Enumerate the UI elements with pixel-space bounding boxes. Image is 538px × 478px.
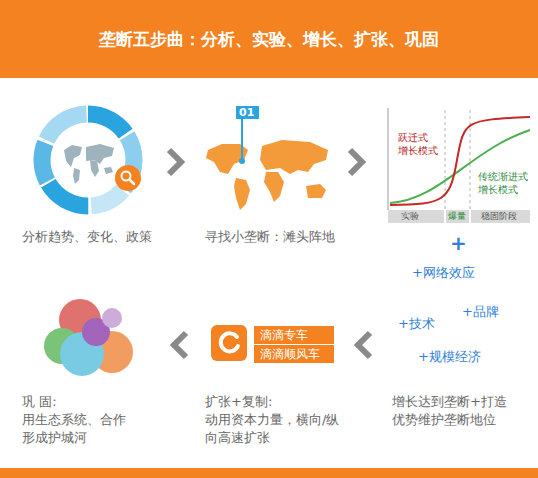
phase-gap [444,210,446,223]
donut-segment [42,114,134,206]
continent [90,160,99,177]
chevron [169,150,181,174]
magnifier-handle [130,180,135,185]
label-band: 01 [236,106,259,119]
text-label: 巩 固: [22,393,57,411]
band-text: 滴滴顺风车 [260,346,328,362]
band-text: 滴滴专车 [260,327,328,343]
continent [64,145,82,167]
label-band: 滴滴顺风车 [254,345,334,363]
text-label: 实验 [401,210,419,223]
text-label: 跃迁式 增长模式 [398,131,439,157]
band-text: 01 [239,106,256,119]
continent [73,168,80,184]
text-label: +网络效应 [412,264,475,282]
donut-segment [42,114,134,206]
magnifier-badge [115,165,141,191]
text-label: 分析趋势、变化、政策 [22,228,152,246]
world-map-small [64,144,114,184]
diagram-title: 垄断五步曲：分析、实验、增长、扩张、巩固 [0,0,538,78]
continent [104,167,113,174]
leap-curve [390,117,530,205]
text-label: 增长达到垄断+打造 优势维护垄断地位 [392,393,510,429]
continent [260,140,328,174]
text-label: 爆量 [448,210,466,223]
world-map [206,140,328,210]
footer-band [0,468,538,478]
donut-segment [42,114,134,206]
text-label: 动用资本力量，横向/纵 向高速扩张 [205,411,345,447]
chevron [358,333,370,357]
text-label: 寻找小垄断：滩头阵地 [205,228,335,246]
chevron [174,333,186,357]
ecosystem-circles [44,299,133,376]
pin-dot [239,158,245,164]
text-label: +规模经济 [418,348,481,366]
pin-stem [241,116,243,160]
donut-segment [42,114,134,206]
donut-segment [42,114,134,206]
text-label: 用生态系统、合作 形成护城河 [22,411,130,447]
phase-gap [469,210,471,223]
continent [306,184,326,198]
label-band: 滴滴专车 [254,326,334,344]
didi-logo [221,333,238,351]
header-band [0,0,538,78]
continent [234,178,250,210]
text-label: 传统渐进式 增长模式 [478,170,529,196]
didi-icon [211,325,247,361]
text-label: 扩张+复制: [205,393,272,411]
text-label: + [450,232,467,254]
circle [102,308,122,328]
continent [264,172,284,202]
text-label: +品牌 [462,303,499,321]
phase-band [388,210,530,223]
y-axis [388,108,389,210]
text-label: +技术 [398,315,435,333]
text-label: 稳固阶段 [481,210,517,223]
donut-segment [42,114,134,206]
chevron [350,150,362,174]
donut-chart [42,114,134,206]
